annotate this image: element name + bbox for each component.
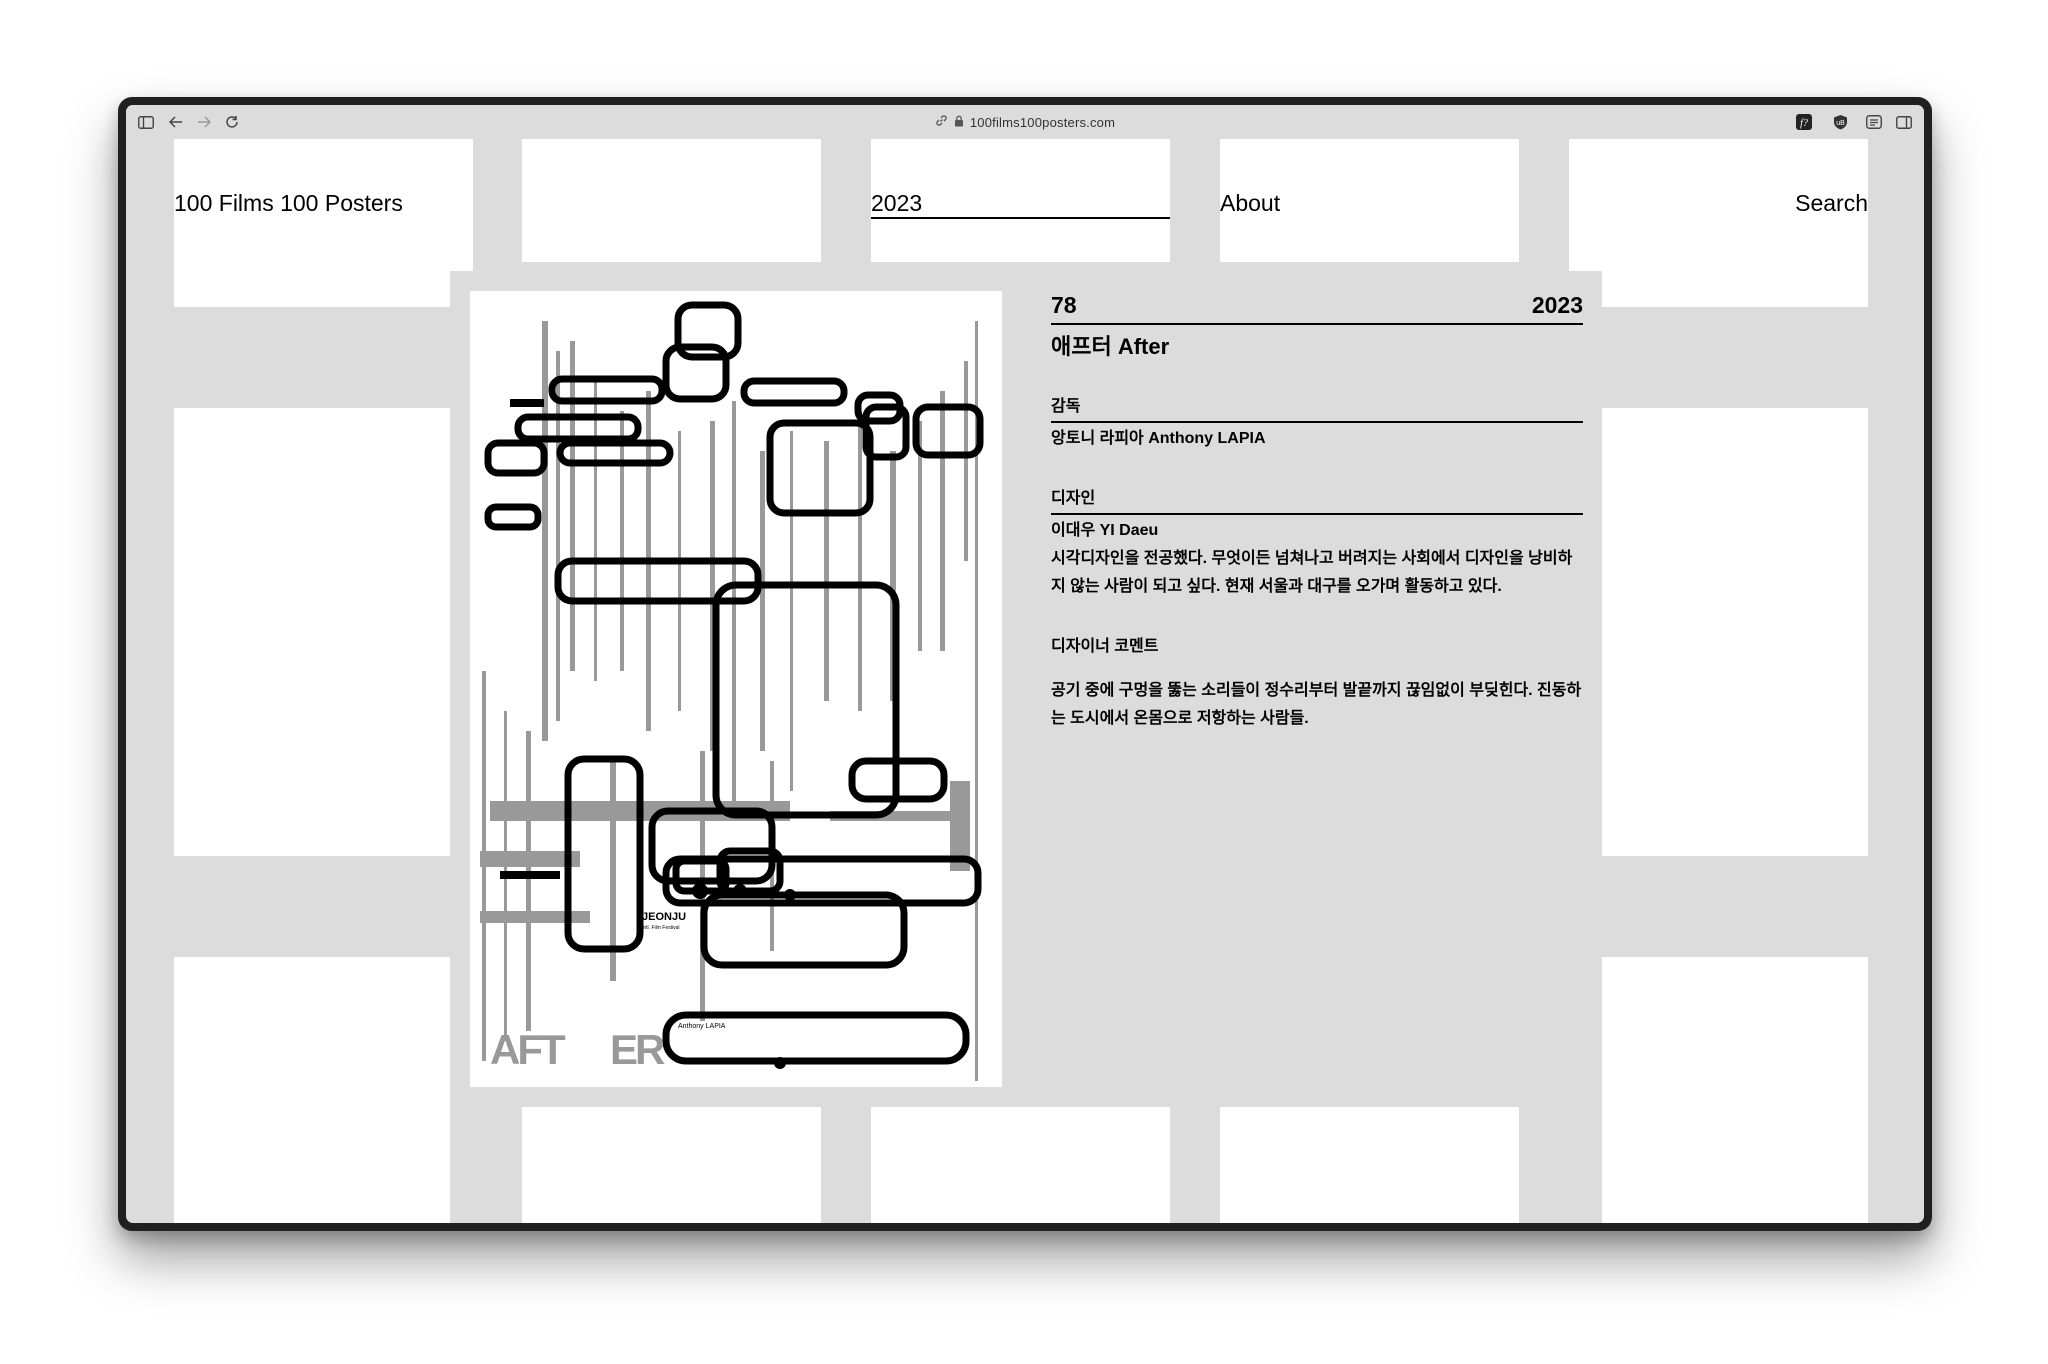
poster-image[interactable]: JEONJU Intl. Film Festival Anthony LAPIA… <box>470 291 1002 1087</box>
grid-tile <box>522 139 821 262</box>
sidebar-icon[interactable] <box>136 112 156 132</box>
address-bar[interactable]: 100films100posters.com <box>126 113 1924 131</box>
designer-heading: 디자인 <box>1051 489 1583 515</box>
director-heading: 감독 <box>1051 397 1583 423</box>
grid-tile[interactable] <box>522 1107 821 1223</box>
designer-comment: 공기 중에 구멍을 뚫는 소리들이 정수리부터 발끝까지 끊임없이 부딪힌다. … <box>1051 682 1582 727</box>
browser-toolbar: 100films100posters.com f? uB <box>126 105 1924 139</box>
reload-icon[interactable] <box>222 112 242 132</box>
grid-tile[interactable] <box>1602 957 1868 1223</box>
grid-tile[interactable] <box>871 1107 1170 1223</box>
reader-icon[interactable] <box>1864 112 1884 132</box>
designer-name: 이대우 YI Daeu <box>1051 522 1159 539</box>
back-icon[interactable] <box>166 112 186 132</box>
grid-tile[interactable] <box>1220 1107 1519 1223</box>
poster-info: 78 2023 애프터 After 감독 앙토니 라피아 Anthony LAP… <box>1051 291 1583 733</box>
header-tile <box>174 139 473 307</box>
svg-text:f?: f? <box>1800 118 1808 129</box>
shield-icon[interactable]: uB <box>1830 112 1850 132</box>
forward-icon[interactable] <box>194 112 214 132</box>
grid-tile <box>871 139 1170 262</box>
link-icon <box>935 114 948 130</box>
url-text: 100films100posters.com <box>969 114 1116 130</box>
poster-director-credit: Anthony LAPIA <box>678 1023 726 1030</box>
split-view-icon[interactable] <box>1894 112 1914 132</box>
lock-icon <box>954 115 964 130</box>
director-name: 앙토니 라피아 Anthony LAPIA <box>1051 430 1266 447</box>
poster-festival-subtext: Intl. Film Festival <box>642 925 680 931</box>
browser-window: 100films100posters.com f? uB <box>118 97 1932 1231</box>
nav-search-link[interactable]: Search <box>1795 190 1868 216</box>
designer-bio: 시각디자인을 전공했다. 무엇이든 넘쳐나고 버려지는 사회에서 디자인을 낭비… <box>1051 550 1573 595</box>
svg-text:uB: uB <box>1836 120 1845 127</box>
grid-tile[interactable] <box>174 957 450 1223</box>
site-title-link[interactable]: 100 Films 100 Posters <box>174 190 403 216</box>
nav-year-link[interactable]: 2023 <box>871 189 1170 219</box>
browser-viewport: 100films100posters.com f? uB <box>126 105 1924 1223</box>
poster-number: 78 <box>1051 292 1077 318</box>
poster-detail-panel: JEONJU Intl. Film Festival Anthony LAPIA… <box>450 271 1602 1107</box>
poster-meta-row: 78 2023 <box>1051 291 1583 325</box>
film-title: 애프터 After <box>1051 334 1170 359</box>
grid-tile <box>1569 139 1868 307</box>
poster-year: 2023 <box>1531 292 1583 318</box>
poster-title-right: ER <box>610 1026 665 1073</box>
grid-tile <box>1220 139 1519 262</box>
nav-about-link[interactable]: About <box>1220 190 1281 216</box>
poster-title-left: AFT <box>490 1026 566 1073</box>
extension-icon[interactable]: f? <box>1794 112 1814 132</box>
grid-tile[interactable] <box>1602 408 1868 856</box>
grid-tile[interactable] <box>174 408 450 856</box>
poster-festival-text: JEONJU <box>642 911 687 923</box>
comment-heading: 디자이너 코멘트 <box>1051 638 1159 655</box>
